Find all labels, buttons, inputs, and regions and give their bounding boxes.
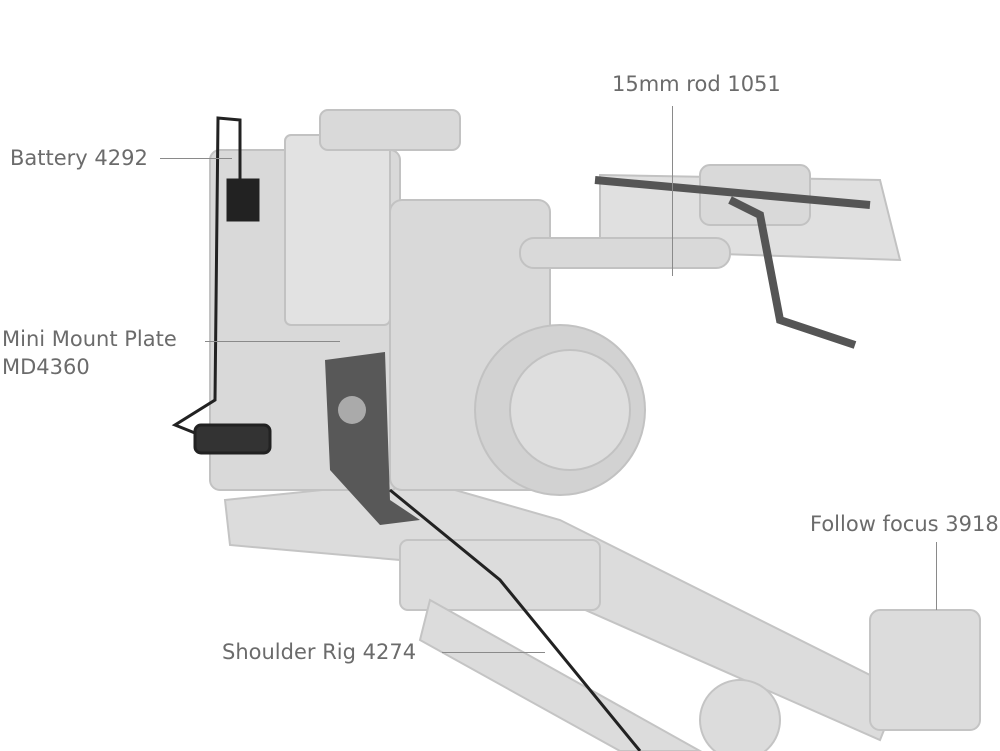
callout-battery-leader <box>160 158 232 159</box>
callout-rod-leader <box>672 106 673 276</box>
handle-and-rod-highlight <box>594 176 871 349</box>
callout-follow-focus-label: Follow focus 3918 <box>810 512 999 536</box>
callout-follow-focus-leader <box>936 542 937 610</box>
callout-battery-label: Battery 4292 <box>10 146 148 170</box>
shoulder-rig-base <box>223 478 981 751</box>
callout-rod-label: 15mm rod 1051 <box>612 72 781 96</box>
callout-mount-label-line1: Mini Mount Plate <box>2 327 177 351</box>
callout-shoulder-rig-label: Shoulder Rig 4274 <box>222 640 417 664</box>
cables <box>171 116 642 751</box>
camera-body <box>209 109 902 496</box>
callout-mount-label-line2: MD4360 <box>2 355 90 379</box>
mini-mount-plate <box>325 352 420 525</box>
callout-shoulder-rig-leader <box>442 652 545 653</box>
callout-mount-leader <box>205 341 340 342</box>
